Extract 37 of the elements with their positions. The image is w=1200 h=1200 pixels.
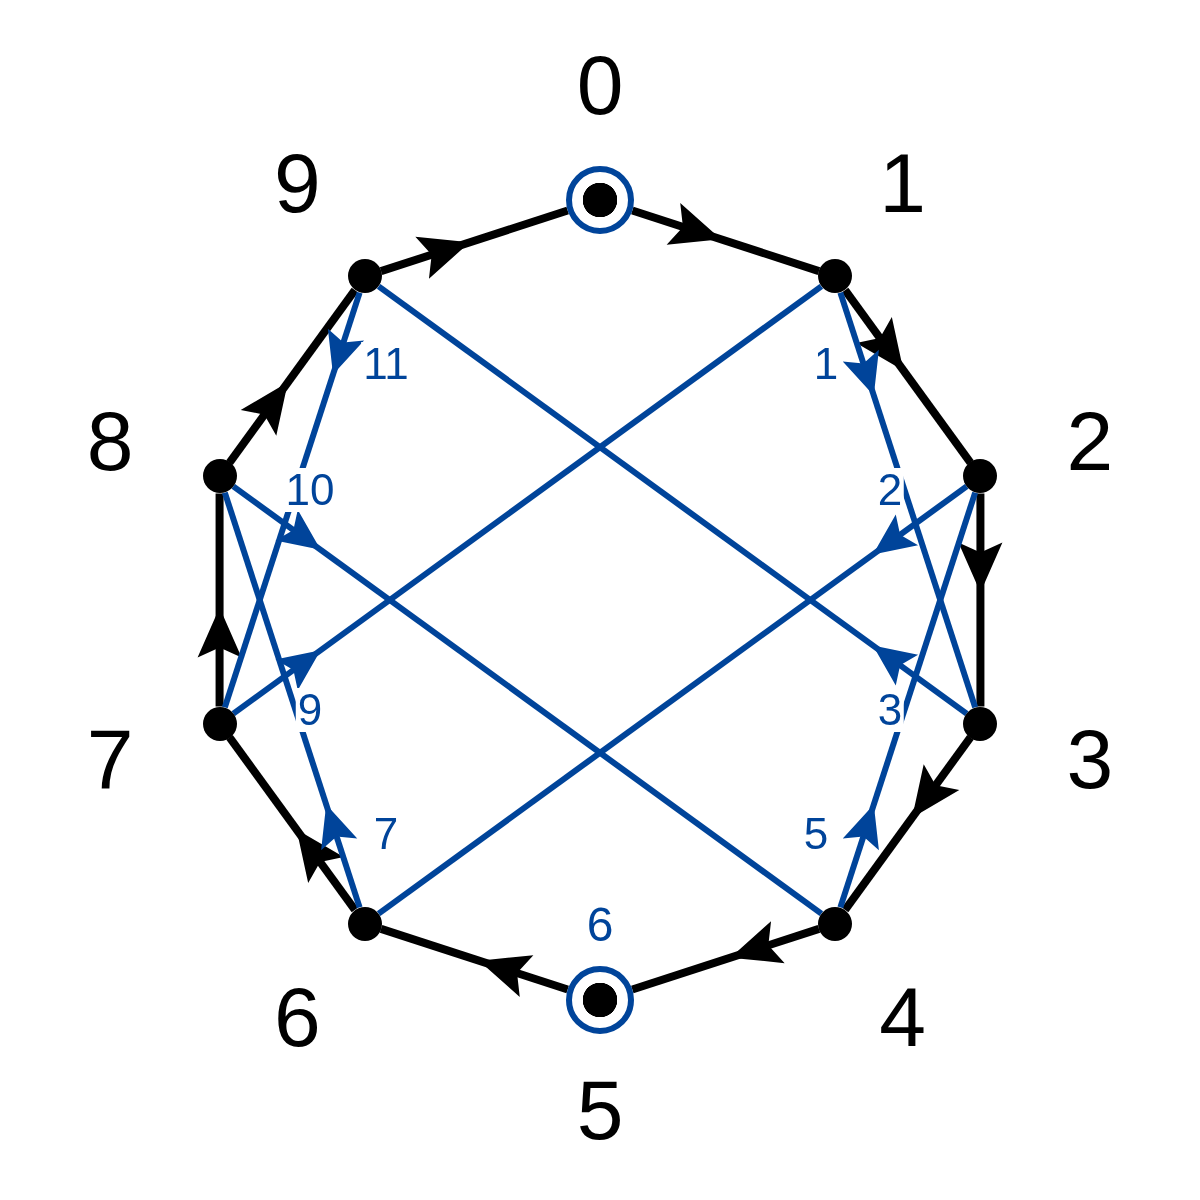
vertex-number: 6 [273, 974, 321, 1059]
arrow [226, 287, 359, 465]
arrow [226, 735, 359, 913]
vertex-number: 1 [879, 141, 927, 226]
vertex-dot [963, 459, 998, 494]
vertex-number: 6 [586, 901, 614, 949]
arrow [376, 283, 969, 717]
vertex-number: 2 [1066, 398, 1114, 483]
arrow [379, 925, 569, 998]
vertex-number: 3 [1066, 717, 1114, 802]
arrow [631, 921, 821, 994]
vertex-number: 9 [273, 141, 321, 226]
arrow [376, 483, 969, 917]
vertex-number: 8 [86, 398, 134, 483]
vertex-dot [818, 906, 853, 941]
arrow [221, 291, 365, 709]
arrow [837, 491, 979, 909]
vertex-dot [347, 906, 382, 941]
arrow [631, 202, 821, 275]
vertex-number: 4 [879, 974, 927, 1059]
vertex-number: 0 [576, 43, 624, 127]
vertex-dot [347, 259, 382, 294]
arrow [841, 287, 974, 465]
arrow [837, 291, 979, 709]
vertex-dot [818, 259, 853, 294]
arrow [231, 483, 824, 917]
arrow [379, 206, 569, 279]
arrow [197, 493, 242, 707]
arrow [841, 735, 974, 913]
vertex-dot [202, 459, 237, 494]
arrow [221, 491, 363, 909]
arrow [958, 493, 1003, 707]
vertex-number: 7 [86, 717, 134, 802]
vertex-number: 5 [576, 1068, 624, 1152]
vertex-dot [963, 706, 998, 741]
arrow [231, 283, 824, 717]
vertex-dot [202, 706, 237, 741]
